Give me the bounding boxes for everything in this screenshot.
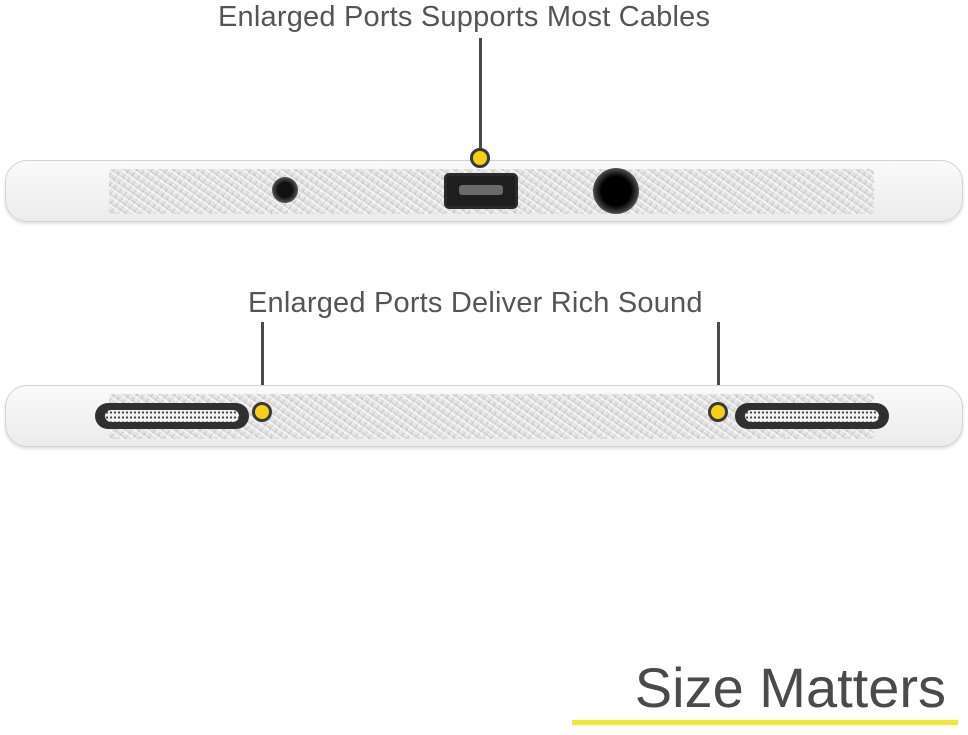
speaker-holes	[105, 410, 239, 422]
heading-underline	[572, 720, 958, 725]
usb-port-icon	[444, 173, 518, 209]
callout-label-sound: Enlarged Ports Deliver Rich Sound	[248, 287, 703, 319]
speaker-grille-right-icon	[735, 403, 889, 429]
speaker-grille-left-icon	[95, 403, 249, 429]
speaker-holes	[745, 410, 879, 422]
callout-leader-line-sound-left	[261, 322, 264, 402]
callout-label-cables: Enlarged Ports Supports Most Cables	[218, 1, 711, 33]
callout-leader-line-cables	[479, 38, 482, 152]
headphone-jack-icon	[593, 168, 639, 214]
callout-marker-dot-sound-right	[708, 402, 728, 422]
mic-hole-icon	[272, 177, 298, 203]
case-bottom-edge	[5, 385, 963, 447]
callout-leader-line-sound-right	[717, 322, 720, 402]
case-top-edge	[5, 160, 963, 222]
page-heading: Size Matters	[634, 656, 946, 719]
callout-marker-dot-cables-front	[470, 148, 490, 168]
callout-marker-dot-sound-left	[252, 402, 272, 422]
